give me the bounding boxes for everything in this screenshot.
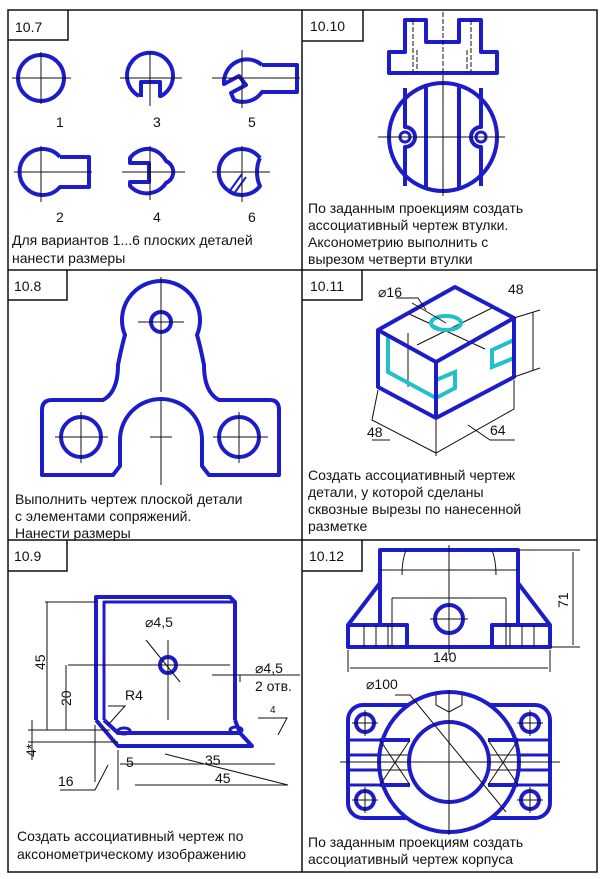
panel-number: 10.10	[310, 18, 345, 34]
task-text: Аксонометрию выполнить с	[308, 234, 488, 250]
housing-top-view	[340, 690, 560, 835]
dim-chamfer: 4	[270, 705, 276, 716]
task-text: детали, у которой сделаны	[308, 484, 484, 500]
task-text: ассоциативный чертеж корпуса	[308, 851, 513, 867]
panel-number: 10.12	[309, 548, 344, 564]
task-text: сквозные вырезы по нанесенной	[308, 501, 521, 517]
task-text: ассоциативный чертеж втулки.	[308, 217, 508, 233]
task-text: аксонометрическому изображению	[17, 846, 246, 862]
figure-label: 6	[248, 209, 256, 225]
dim-16: 16	[58, 773, 74, 789]
figure-label: 2	[56, 209, 64, 225]
dim-height-45: 45	[32, 654, 48, 670]
figure-4	[122, 146, 185, 200]
task-text: Создать ассоциативный чертеж по	[17, 828, 244, 844]
figure-3	[120, 50, 182, 106]
task-text: Выполнить чертеж плоской детали	[15, 491, 242, 507]
figure-6	[212, 146, 270, 202]
figure-2	[14, 146, 92, 202]
block-isometric	[371, 285, 541, 456]
task-text: нанести размеры	[12, 250, 125, 266]
bushing-front-view	[387, 12, 499, 80]
dim-height: 48	[508, 281, 524, 297]
task-text: разметке	[308, 518, 367, 534]
dim-width: 140	[433, 649, 457, 665]
task-text: вырезом четверти втулки	[308, 251, 473, 267]
panel-number: 10.9	[14, 548, 41, 564]
panel-number: 10.11	[310, 278, 344, 294]
panel-10-8: 10.8 Выполнить чертеж плоской детали с э…	[14, 277, 281, 541]
housing-front-view	[346, 545, 580, 672]
task-text: с элементами сопряжений.	[15, 508, 191, 524]
figure-label: 3	[153, 114, 161, 130]
task-text: Для вариантов 1...6 плоских деталей	[12, 232, 253, 248]
dim-5: 5	[126, 754, 134, 770]
task-text: Создать ассоциативный чертеж	[308, 467, 516, 483]
dim-45: 45	[215, 770, 231, 786]
figure-label: 1	[56, 114, 64, 130]
task-text: Нанести размеры	[15, 525, 131, 541]
dim-thickness: 4*	[23, 743, 39, 757]
panel-10-10: 10.10 По заданным проекциям создать ассо…	[308, 12, 523, 267]
bushing-top-view	[378, 78, 505, 196]
panel-10-7: 10.7 1 3 5 2 4 6 Для	[12, 19, 300, 266]
panel-number: 10.8	[14, 278, 41, 294]
flat-part	[40, 277, 281, 485]
figure-1	[12, 52, 71, 104]
dim-radius: R4	[125, 687, 143, 703]
dim-holes-diameter: ⌀4,5	[255, 660, 283, 676]
figure-label: 5	[248, 114, 256, 130]
task-text: По заданным проекциям создать	[308, 834, 523, 850]
dim-length: 64	[490, 422, 506, 438]
dim-hole-diameter: ⌀4,5	[145, 614, 173, 630]
panel-10-9: 10.9 ⌀4,5 45 20 R4 ⌀4,5 2 отв. 4 4* 5 35…	[14, 548, 300, 862]
panel-10-11: 10.11 ⌀16 48 48 64 Создать ассоциативный…	[308, 278, 541, 534]
dim-35: 35	[205, 752, 221, 768]
dim-height-20: 20	[58, 690, 74, 706]
dim-holes-count: 2 отв.	[255, 678, 292, 694]
dim-diameter: ⌀100	[366, 676, 398, 692]
figure-label: 4	[153, 209, 161, 225]
task-text: По заданным проекциям создать	[308, 200, 523, 216]
dim-diameter: ⌀16	[378, 284, 402, 300]
panel-10-12: 10.12 71 140 ⌀100 По заданным проекциям …	[308, 545, 580, 867]
dim-height: 71	[555, 592, 571, 608]
bracket-isometric	[28, 595, 300, 791]
panel-number: 10.7	[15, 19, 42, 35]
figure-5	[212, 50, 300, 108]
dim-depth: 48	[367, 424, 383, 440]
grid	[7, 9, 598, 873]
